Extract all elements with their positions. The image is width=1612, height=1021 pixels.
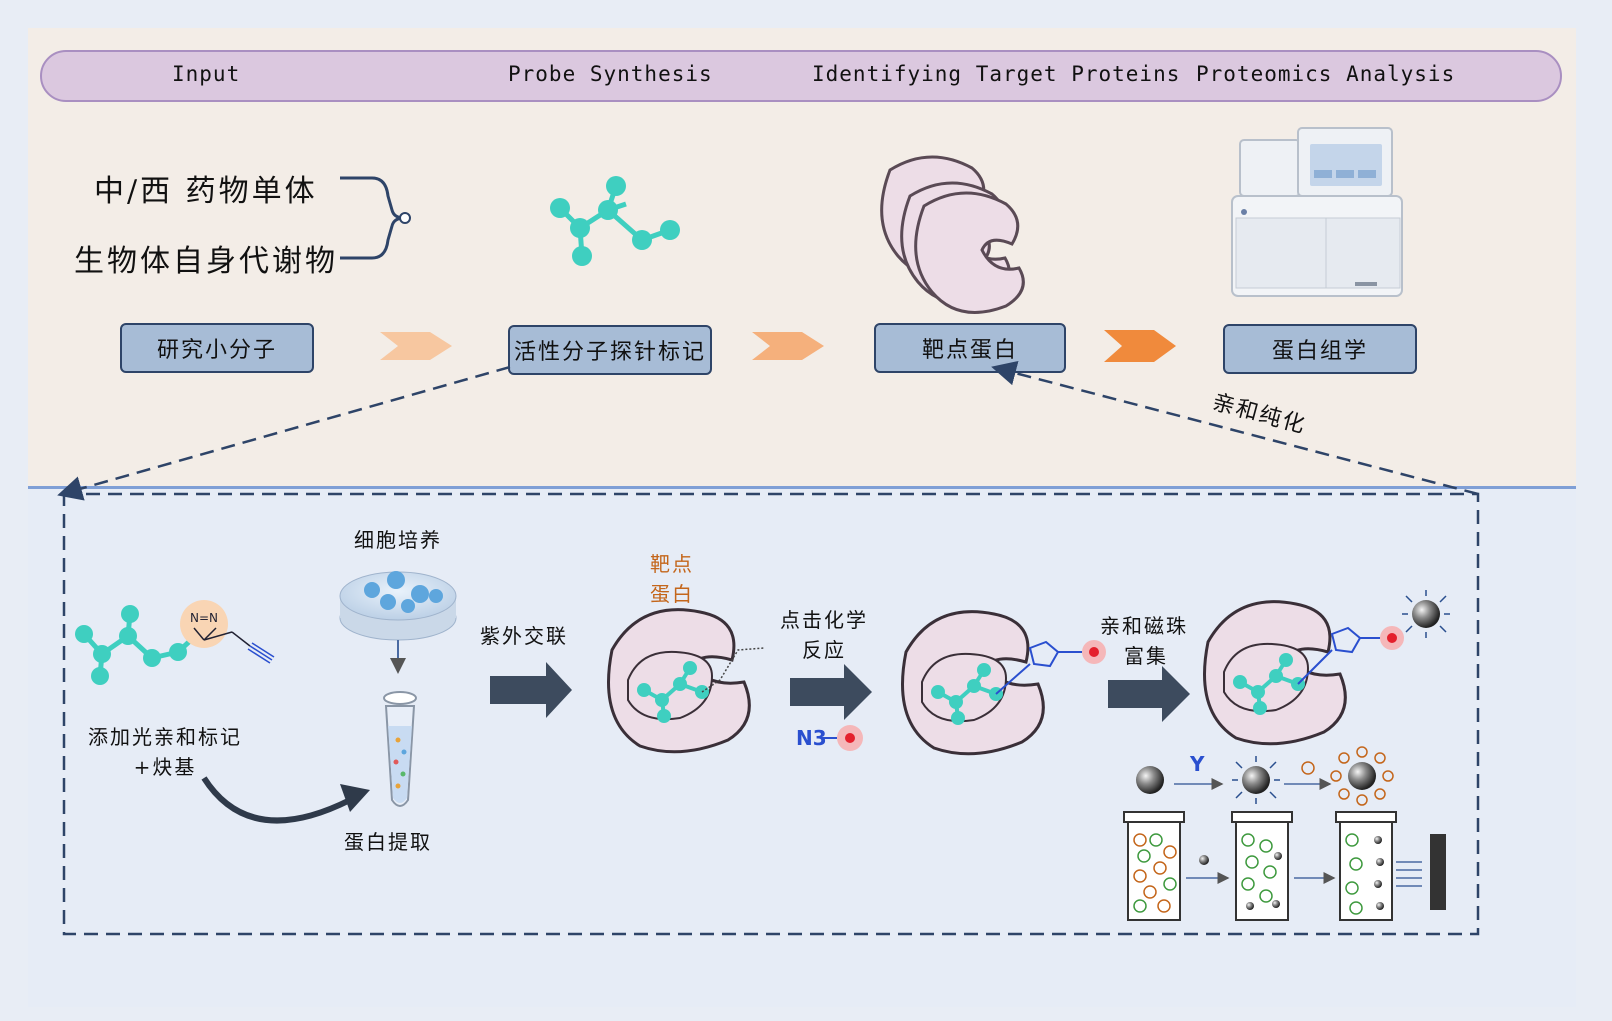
target-protein-label-1: 靶点 — [650, 552, 694, 576]
target-protein-label-2: 蛋白 — [650, 582, 694, 606]
protein-stack-icon — [880, 155, 1025, 314]
enrichment-columns — [1123, 811, 1446, 921]
box-probe-label: 活性分子探针标记 — [508, 325, 712, 375]
antibody-label: Y — [1190, 752, 1207, 776]
probe-to-tube-arrow — [201, 776, 352, 824]
step-identifying-target-proteins: Identifying Target Proteins — [812, 62, 1181, 86]
click-chemistry-label-2: 反应 — [802, 638, 846, 662]
probe-molecule-icon — [550, 176, 680, 266]
azide-tag-icon — [822, 725, 863, 751]
azide-label: N3 — [796, 726, 827, 750]
bead-assembly-icons — [1136, 746, 1394, 806]
uv-crosslink-arrow — [490, 662, 572, 718]
petri-dish-icon — [339, 571, 457, 641]
input-line-metabolites: 生物体自身代谢物 — [74, 244, 338, 279]
chevron-arrow-1 — [380, 332, 452, 360]
chevron-arrow-3 — [1104, 330, 1176, 362]
detail-dashed-frame — [62, 492, 1480, 936]
probe-label-text: 添加光亲和标记 +炔基 — [88, 725, 242, 779]
svg-text:N=N: N=N — [190, 611, 218, 625]
box-target-protein: 靶点蛋白 — [874, 323, 1066, 373]
zoom-dashed-line — [57, 365, 511, 501]
enrichment-label-1: 亲和磁珠 — [1100, 614, 1188, 638]
cell-culture-label: 细胞培养 — [354, 528, 442, 552]
click-chemistry-label-1: 点击化学 — [780, 608, 868, 632]
protein-tube-icon — [383, 691, 417, 807]
box-proteomics: 蛋白组学 — [1223, 324, 1417, 374]
header-bar — [40, 50, 1562, 102]
captured-protein-icon — [1203, 590, 1450, 746]
enrichment-label-2: 富集 — [1124, 644, 1168, 668]
photoaffinity-probe-icon: N=N — [75, 600, 275, 685]
target-protein-icon-2 — [901, 610, 1106, 756]
step-input: Input — [172, 62, 241, 86]
input-bracket — [340, 176, 411, 260]
uv-crosslink-label: 紫外交联 — [480, 624, 568, 648]
input-line-drugs: 中/西 药物单体 — [94, 174, 318, 209]
protein-extract-label: 蛋白提取 — [344, 830, 432, 854]
affinity-dashed-arrow — [991, 360, 1479, 496]
bottom-panel — [28, 486, 1576, 1007]
step-proteomics-analysis: Proteomics Analysis — [1196, 62, 1456, 86]
box-small-molecule: 研究小分子 — [120, 323, 314, 373]
mass-spectrometer-icon — [1231, 127, 1403, 297]
enrichment-arrow — [1108, 666, 1190, 722]
step-probe-synthesis: Probe Synthesis — [508, 62, 713, 86]
target-protein-icon-1 — [607, 608, 765, 754]
chevron-arrow-2 — [752, 332, 824, 360]
click-chemistry-arrow — [790, 664, 872, 720]
